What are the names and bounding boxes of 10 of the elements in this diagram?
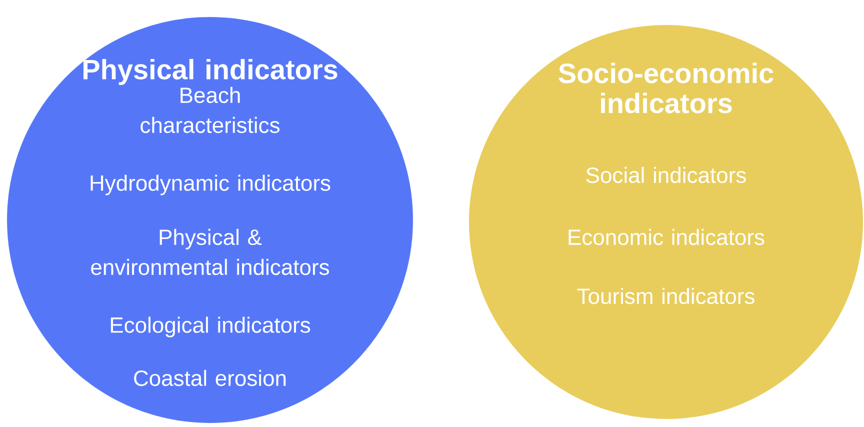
list-item: Economic indicators <box>568 228 764 246</box>
list-item: Physical & environmental indicators <box>91 228 329 276</box>
list-item: Tourism indicators <box>577 288 754 304</box>
list-item: Beach characteristics <box>140 86 280 134</box>
heading: Socio-economic indicators <box>558 62 774 114</box>
list-item: Ecological indicators <box>110 316 310 338</box>
list-item: Social indicators <box>586 166 746 184</box>
list-item: Hydrodynamic indicators <box>90 174 330 196</box>
list-item: Coastal erosion <box>134 370 286 386</box>
heading: Physical indicators <box>84 58 338 86</box>
